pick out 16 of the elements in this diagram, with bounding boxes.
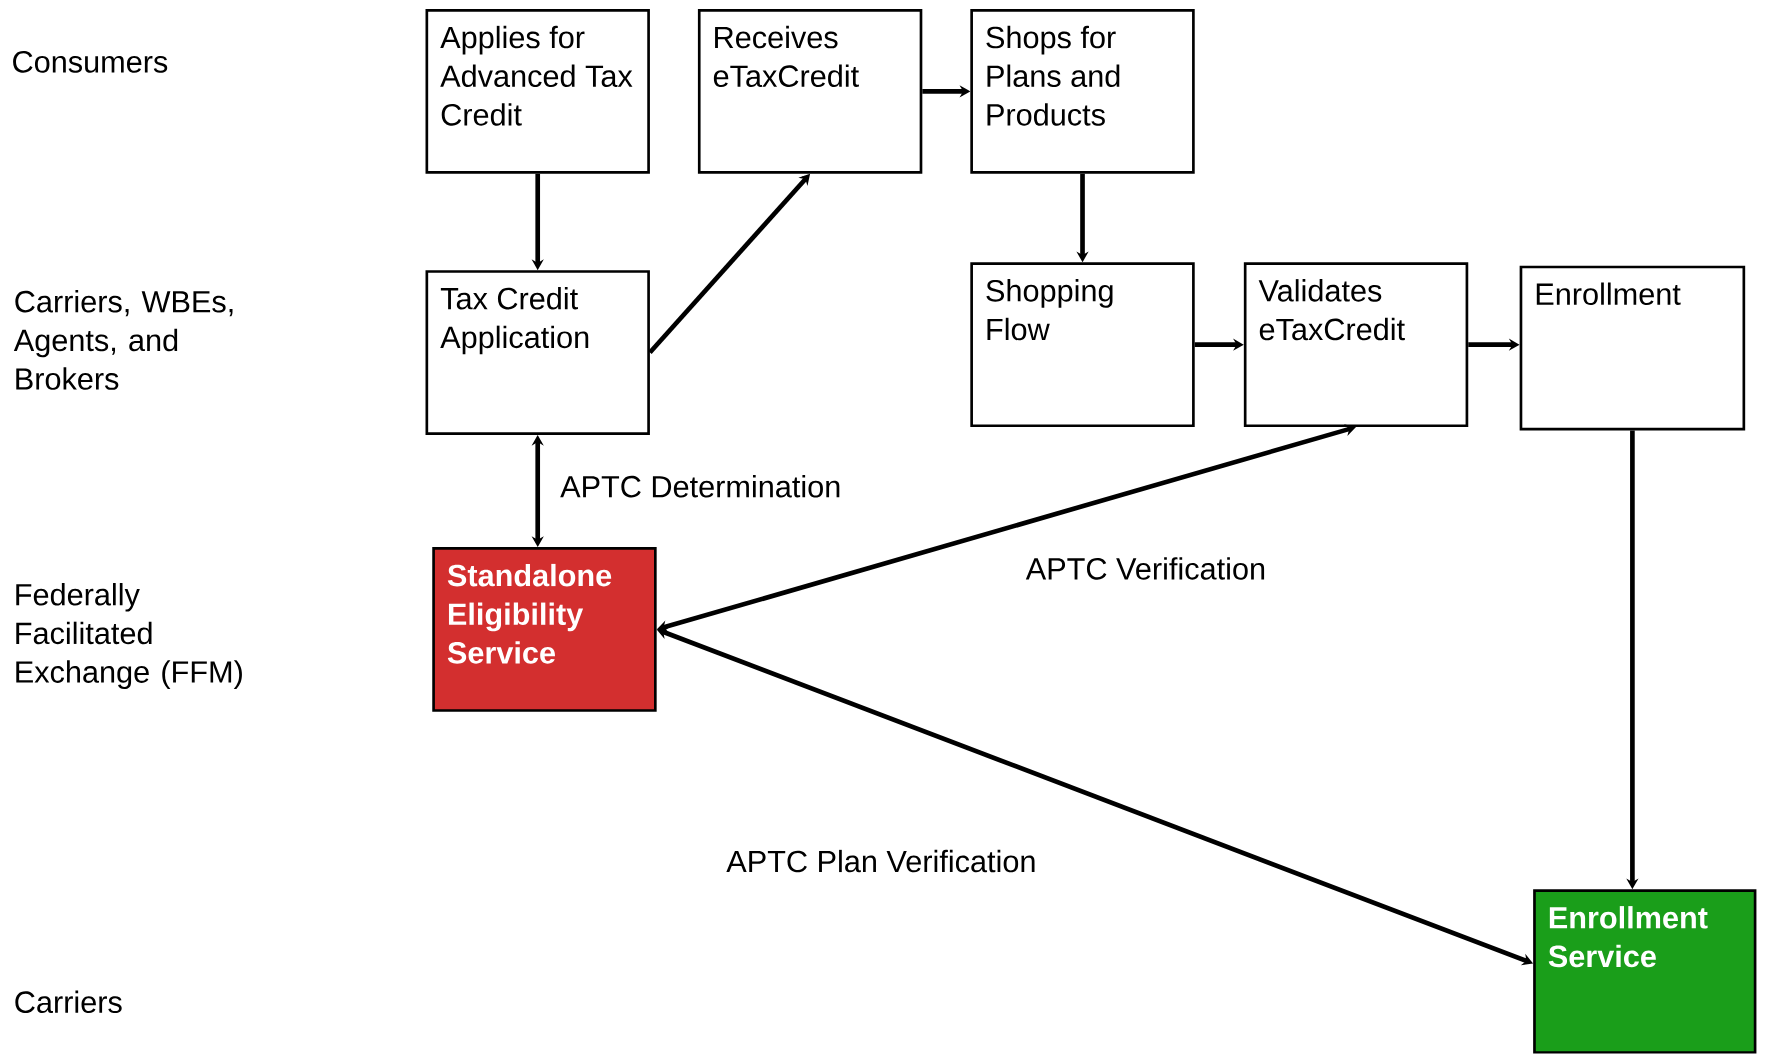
process-box: Receives eTaxCredit: [697, 9, 923, 174]
lane-label: Carriers: [15, 990, 122, 1014]
process-box: Enrollment: [1519, 265, 1746, 431]
process-box: Tax Credit Application: [425, 270, 650, 436]
edge-label: APTC Plan Verification: [723, 847, 1040, 876]
process-box: Shopping Flow: [970, 262, 1195, 428]
process-box: Shops for Plans and Products: [970, 9, 1195, 174]
process-box: Validates eTaxCredit: [1243, 262, 1469, 428]
lane-label: Federally Facilitated Exchange (FFM): [16, 583, 242, 690]
edge-label: APTC Determination: [557, 472, 844, 501]
edge-label: APTC Verification: [1023, 554, 1269, 583]
lane-label: Carriers, WBEs, Agents, and Brokers: [13, 290, 233, 391]
eligibility-service-box: Standalone Eligibility Service: [432, 547, 657, 713]
eligibility-service-box: Enrollment Service: [1533, 889, 1757, 1054]
lane-label: Consumers: [13, 51, 168, 73]
process-box: Applies for Advanced Tax Credit: [425, 9, 650, 174]
